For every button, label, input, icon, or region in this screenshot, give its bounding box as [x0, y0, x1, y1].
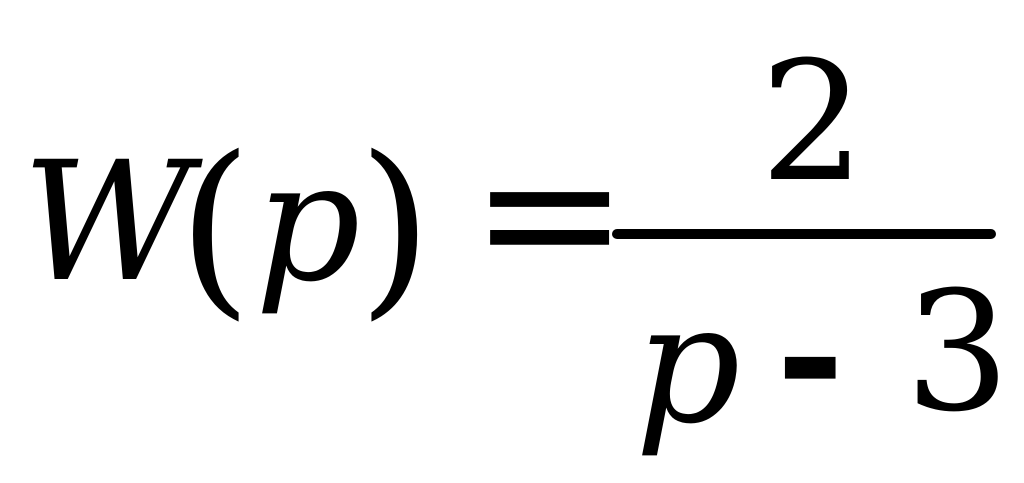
open-parenthesis: (: [178, 116, 253, 337]
function-argument: p: [255, 126, 361, 318]
equals-sign: =: [470, 102, 630, 323]
denominator-constant: 3: [905, 256, 1010, 448]
function-name: W: [22, 126, 192, 318]
fraction-bar: [612, 229, 996, 239]
denominator-operator: -: [776, 257, 845, 451]
close-parenthesis: ): [358, 116, 433, 337]
fraction-numerator: 2: [760, 26, 865, 218]
denominator-variable: p: [635, 268, 741, 460]
